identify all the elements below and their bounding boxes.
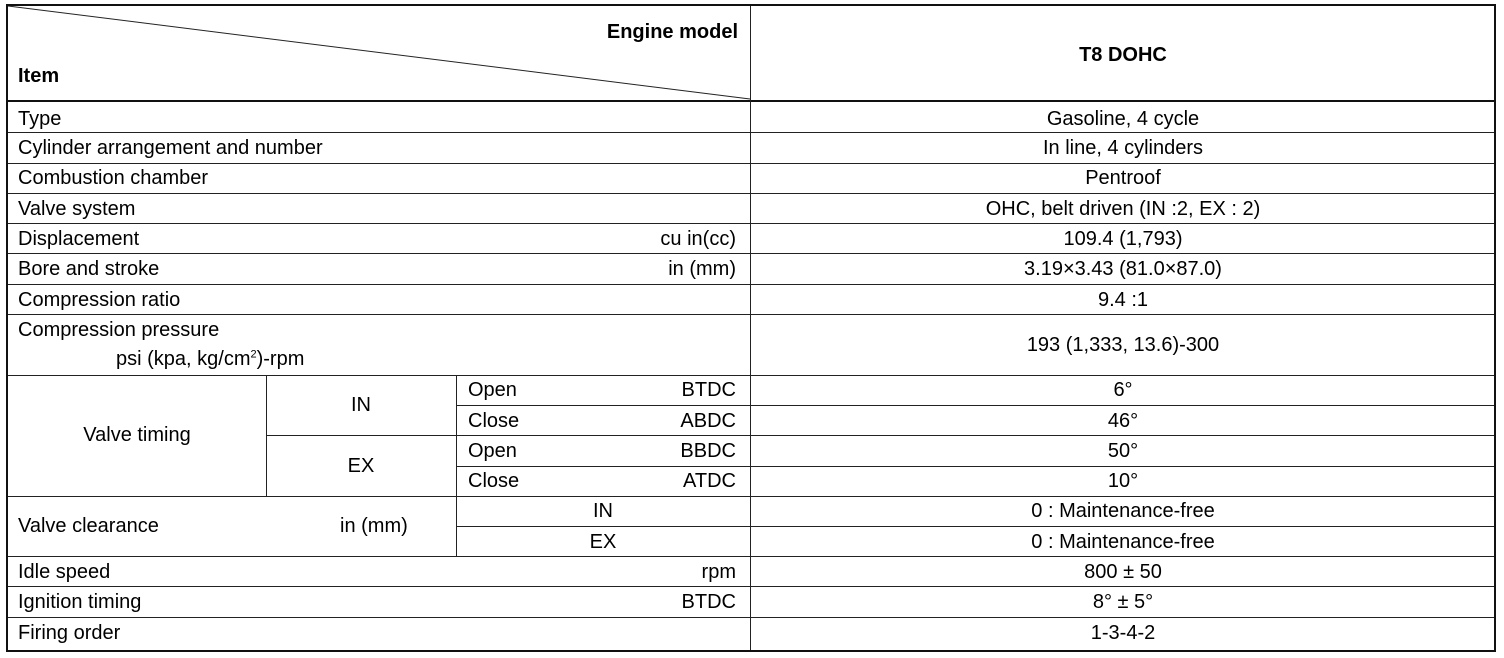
valve-timing-label: Valve timing [83, 424, 191, 446]
row-value: 8° ± 5° [1092, 591, 1154, 613]
valve-clearance-value: 0 : Maintenance-free [1031, 531, 1215, 553]
header-engine-model: Engine model [606, 21, 738, 43]
row-label: Displacement [18, 228, 140, 250]
row-divider [8, 223, 1494, 224]
row-label: Cylinder arrangement and number [18, 137, 323, 159]
row-divider [8, 193, 1494, 194]
row-unit: rpm [701, 561, 736, 583]
row-unit: in (mm) [668, 258, 736, 280]
valve-timing-group-in: IN [351, 394, 371, 416]
valve-timing-value: 10° [1107, 470, 1139, 492]
valve-clearance-unit: in (mm) [340, 515, 408, 537]
row-value: 3.19×3.43 (81.0×87.0) [1024, 258, 1222, 280]
row-label: Idle speed [18, 561, 111, 583]
column-divider [750, 6, 751, 650]
row-divider [8, 284, 1494, 285]
valve-timing-value: 46° [1107, 410, 1139, 432]
valve-timing-value: 50° [1107, 440, 1139, 462]
row-unit: BTDC [681, 591, 736, 613]
compression-pressure-label: Compression pressure [18, 319, 220, 341]
valve-timing-value: 6° [1113, 379, 1133, 401]
compression-pressure-unit: psi (kpa, kg/cm2)-rpm [116, 348, 305, 370]
valve-clearance-ex: EX [589, 531, 617, 553]
row-divider [8, 496, 1494, 497]
row-divider [750, 435, 1494, 436]
row-value: In line, 4 cylinders [1042, 137, 1204, 159]
row-unit: cu in(cc) [660, 228, 736, 250]
valve-timing-ref: ABDC [680, 410, 736, 432]
valve-timing-group-ex: EX [347, 455, 375, 477]
row-divider [8, 375, 1494, 376]
valve-timing-ref: ATDC [683, 470, 736, 492]
row-divider [456, 526, 1494, 527]
row-label: Firing order [18, 622, 121, 644]
valve-timing-ref: BTDC [681, 379, 736, 401]
valve-clearance-value: 0 : Maintenance-free [1031, 500, 1215, 522]
valve-timing-event: Open [468, 440, 517, 462]
row-label: Ignition timing [18, 591, 142, 613]
row-value: Gasoline, 4 cycle [1046, 108, 1200, 130]
row-value: 109.4 (1,793) [1063, 228, 1183, 250]
row-divider [8, 556, 1494, 557]
cell-divider [456, 375, 457, 556]
valve-timing-event: Close [468, 410, 520, 432]
row-value: OHC, belt driven (IN :2, EX : 2) [985, 198, 1261, 220]
row-label: Combustion chamber [18, 167, 209, 189]
row-divider [8, 314, 1494, 315]
valve-clearance-label: Valve clearance [18, 515, 159, 537]
header-diagonal-line [8, 6, 751, 100]
valve-timing-event: Close [468, 470, 520, 492]
row-divider [456, 466, 1494, 467]
header-divider [8, 100, 1494, 102]
row-value: 1-3-4-2 [1090, 622, 1156, 644]
spec-table: Engine model Item T8 DOHC Type Gasoline,… [6, 4, 1496, 652]
row-value: 800 ± 50 [1084, 561, 1162, 583]
row-divider [8, 163, 1494, 164]
row-label: Bore and stroke [18, 258, 160, 280]
valve-clearance-in: IN [593, 500, 613, 522]
row-label: Type [18, 108, 62, 130]
row-divider [266, 435, 750, 436]
row-label: Compression ratio [18, 289, 181, 311]
row-divider [8, 253, 1494, 254]
row-value: Pentroof [1085, 167, 1161, 189]
valve-timing-event: Open [468, 379, 517, 401]
row-label: Valve system [18, 198, 136, 220]
row-divider [8, 617, 1494, 618]
row-divider [456, 405, 1494, 406]
valve-timing-ref: BBDC [680, 440, 736, 462]
row-value: 9.4 :1 [1097, 289, 1149, 311]
header-model-name: T8 DOHC [1079, 44, 1167, 66]
compression-pressure-value: 193 (1,333, 13.6)-300 [1026, 334, 1220, 356]
header-item: Item [18, 65, 60, 87]
row-divider [8, 132, 1494, 133]
row-divider [8, 586, 1494, 587]
